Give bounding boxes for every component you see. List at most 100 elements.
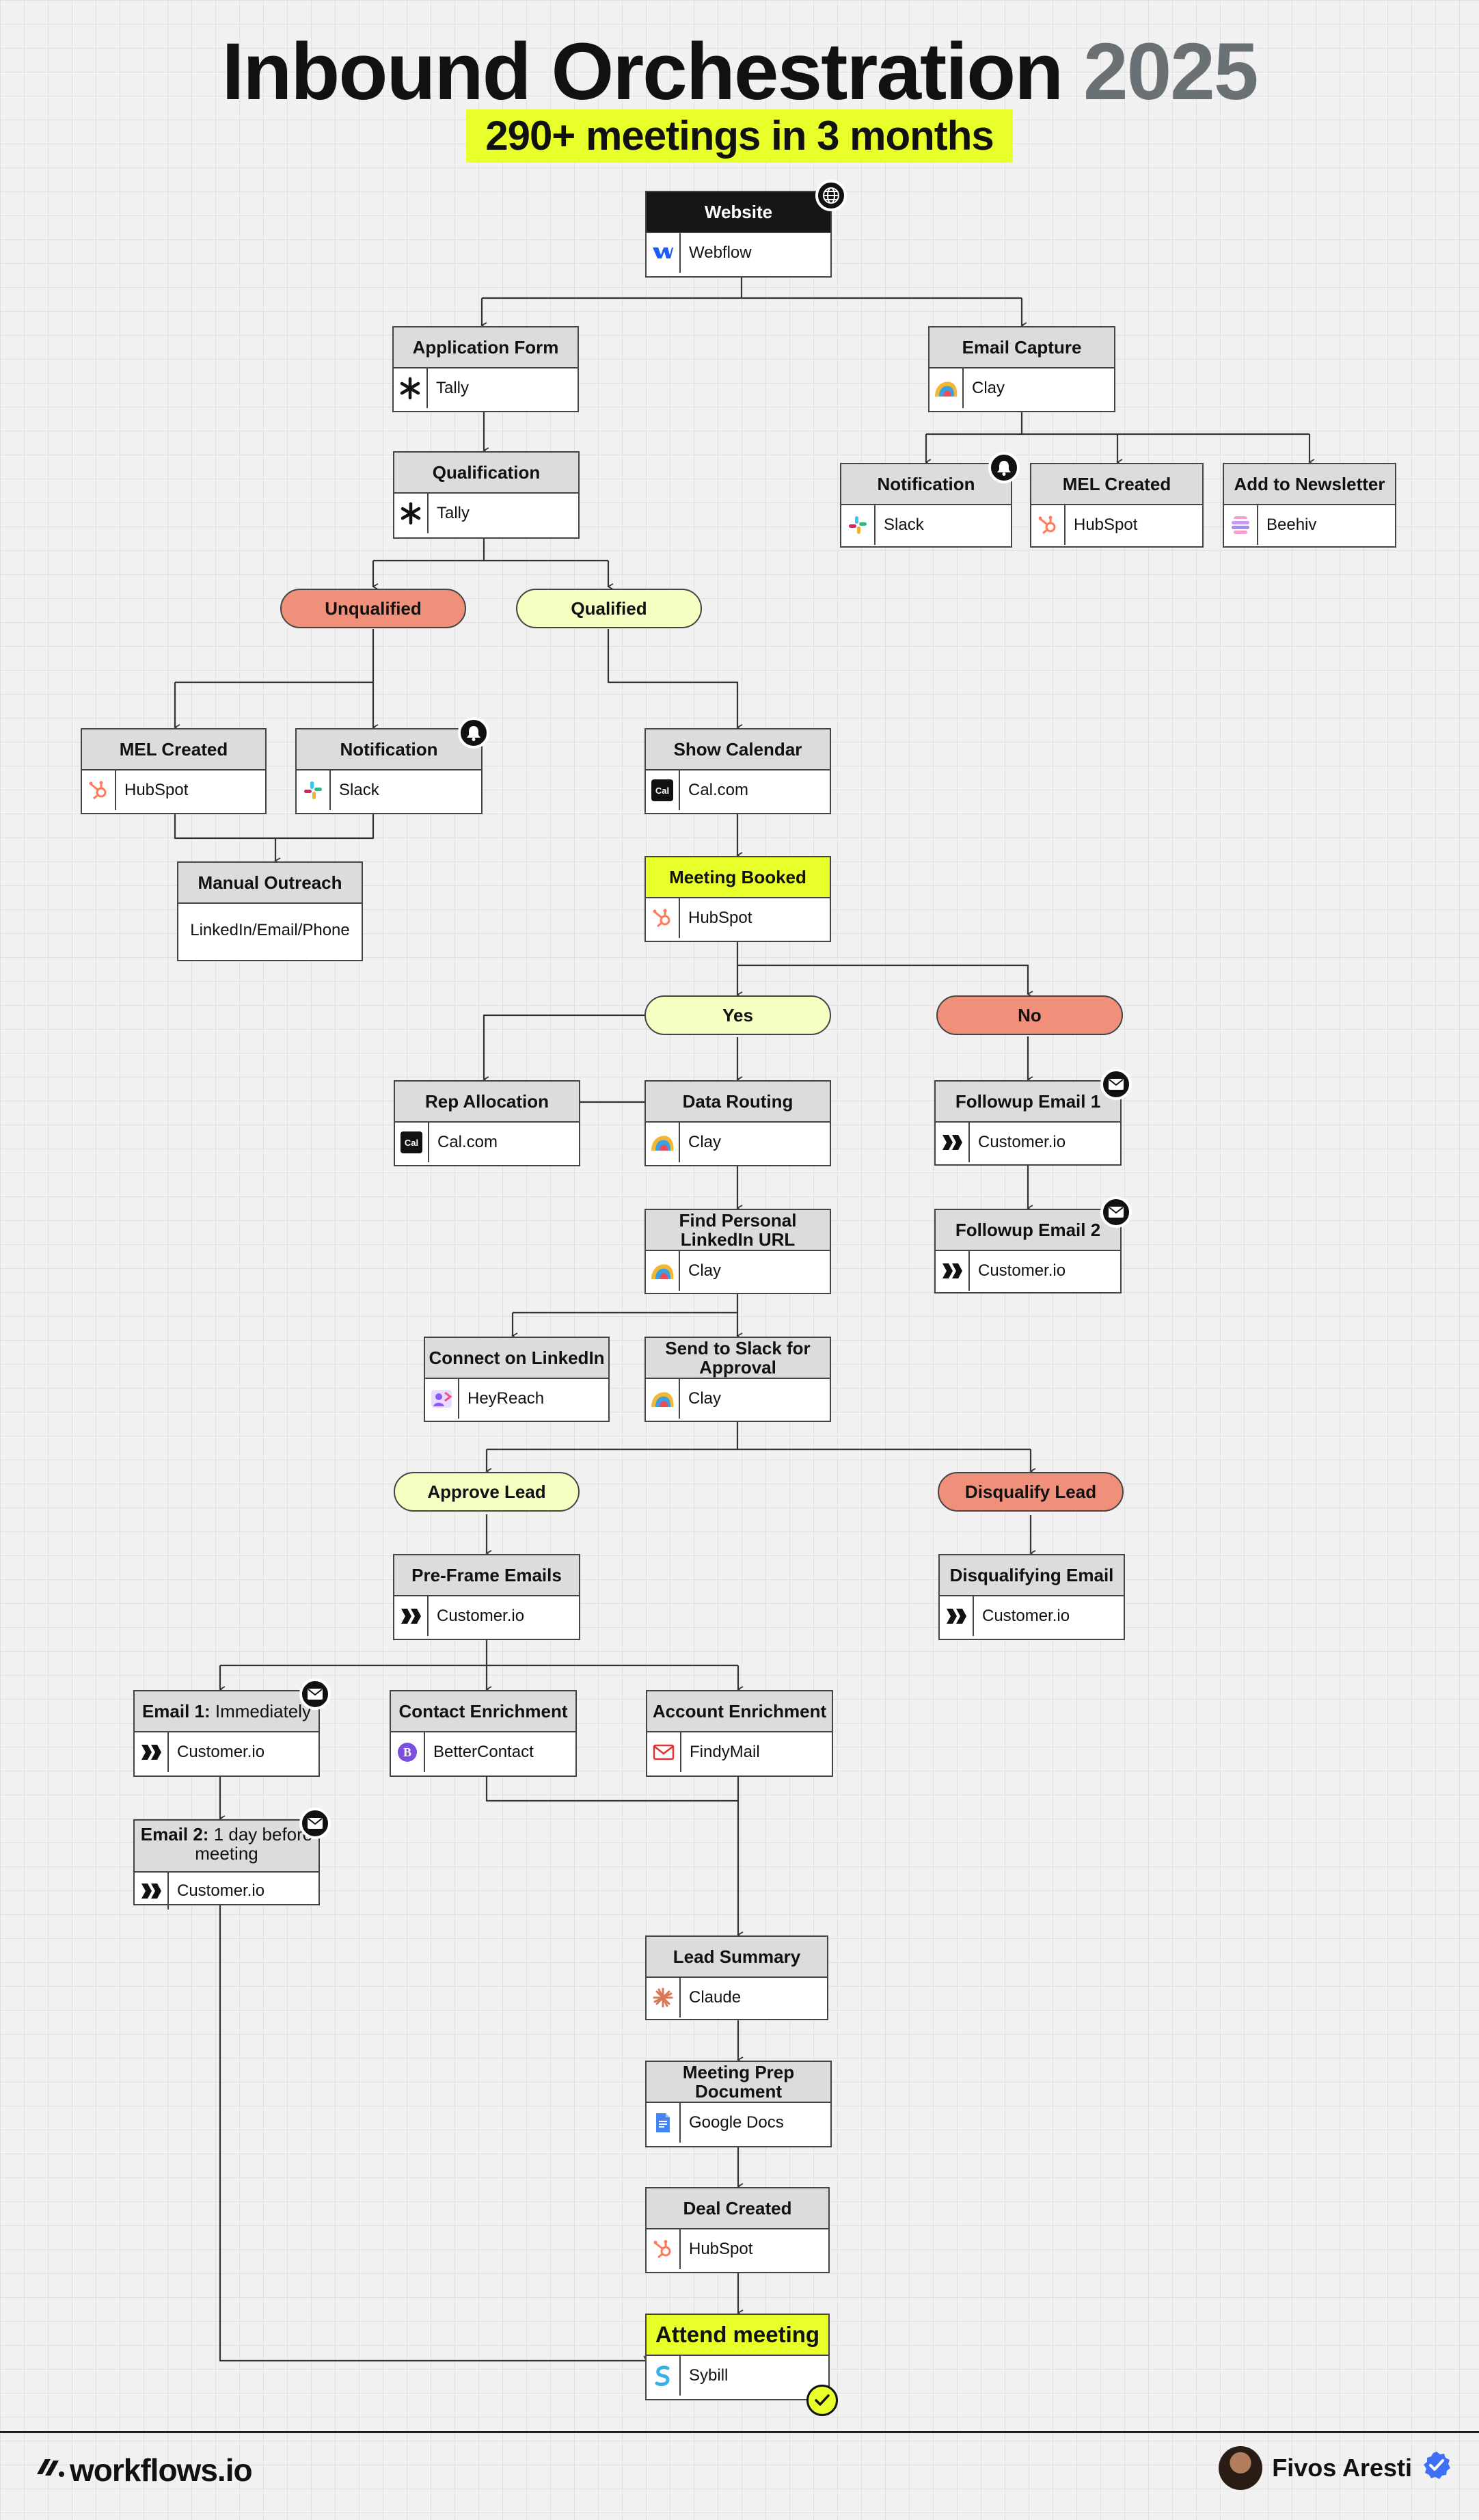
node-deal-created: Deal Created HubSpot (645, 2187, 830, 2273)
title-bold: Email 1: (141, 1701, 211, 1721)
node-title: Data Routing (646, 1082, 830, 1123)
footer-divider (0, 2431, 1479, 2433)
tally-icon (394, 494, 429, 533)
node-title: Show Calendar (646, 729, 830, 770)
node-title: Application Form (394, 327, 578, 368)
tool-label: HubSpot (689, 2240, 753, 2258)
tool-label: HubSpot (1074, 515, 1138, 534)
node-title: Followup Email 1 (936, 1082, 1120, 1123)
tool-label: Cal.com (688, 781, 749, 799)
tool-label: HubSpot (688, 909, 752, 927)
node-manual-outreach: Manual Outreach LinkedIn/Email/Phone (177, 861, 363, 961)
node-tool: Cal Cal.com (395, 1123, 579, 1162)
node-title: Notification (841, 464, 1011, 505)
clay-icon (930, 368, 964, 408)
node-title: MEL Created (82, 729, 265, 770)
tool-label: Customer.io (978, 1261, 1066, 1280)
tool-label: Clay (688, 1133, 722, 1151)
title-year: 2025 (1083, 27, 1259, 117)
svg-text:Cal: Cal (655, 786, 669, 796)
node-notification-top: Notification Slack (840, 463, 1012, 548)
node-title: Pre-Frame Emails (394, 1555, 579, 1596)
tally-icon (394, 368, 428, 408)
node-tool: Customer.io (936, 1251, 1120, 1291)
node-tool: HubSpot (1031, 505, 1202, 545)
hubspot-icon (82, 770, 116, 810)
tool-label: Customer.io (978, 1133, 1066, 1151)
customerio-icon (936, 1251, 970, 1291)
node-tool: Clay (646, 1123, 830, 1162)
tool-label: Google Docs (689, 2113, 784, 2132)
tool-label: HeyReach (467, 1389, 545, 1408)
mail-icon (299, 1808, 331, 1839)
node-email-2: Email 2: 1 day before meeting Customer.i… (133, 1819, 320, 1909)
tool-label: Customer.io (982, 1607, 1070, 1625)
node-tool: Claude (647, 1978, 827, 2018)
node-title: Email 2: 1 day before meeting (135, 1821, 318, 1873)
node-tool: Slack (297, 770, 481, 810)
tool-label: Clay (688, 1389, 722, 1408)
node-followup-email-2: Followup Email 2 Customer.io (934, 1209, 1122, 1293)
node-data-routing: Data Routing Clay (644, 1080, 831, 1166)
clay-icon (646, 1251, 680, 1291)
node-tool: Google Docs (647, 2103, 830, 2143)
tool-label: Customer.io (177, 1743, 265, 1761)
calcom-icon: Cal (646, 770, 680, 810)
tool-label: FindyMail (690, 1743, 760, 1761)
node-application-form: Application Form Tally (392, 326, 579, 412)
node-tool: B BetterContact (391, 1732, 575, 1772)
node-meeting-prep: Meeting Prep Document Google Docs (645, 2061, 832, 2147)
node-title: Meeting Booked (646, 857, 830, 898)
tool-label: Cal.com (437, 1133, 498, 1151)
footer-logo[interactable]: workflows.io (34, 2452, 253, 2489)
customerio-icon (394, 1596, 429, 1636)
node-tool: Cal Cal.com (646, 770, 830, 810)
node-title: Followup Email 2 (936, 1210, 1120, 1251)
node-title: Lead Summary (647, 1937, 827, 1978)
node-tool: HubSpot (646, 898, 830, 938)
decision-approve-lead: Approve Lead (394, 1472, 580, 1512)
node-title: Email Capture (930, 327, 1114, 368)
node-mel-created-left: MEL Created HubSpot (81, 728, 267, 814)
svg-text:B: B (403, 1745, 411, 1759)
tool-label: Customer.io (177, 1881, 265, 1900)
node-tool: Clay (646, 1379, 830, 1419)
node-tool: Clay (646, 1251, 830, 1291)
tool-label: Tally (436, 379, 470, 397)
slack-icon (841, 505, 876, 545)
node-contact-enrichment: Contact Enrichment B BetterContact (390, 1690, 577, 1777)
node-title: Find Personal LinkedIn URL (646, 1210, 830, 1251)
tool-label: Slack (339, 781, 379, 799)
tool-label: Clay (972, 379, 1005, 397)
verified-badge-icon (1422, 2450, 1452, 2487)
node-find-linkedin: Find Personal LinkedIn URL Clay (644, 1209, 831, 1294)
clay-icon (646, 1123, 680, 1162)
slack-icon (297, 770, 331, 810)
node-tool: LinkedIn/Email/Phone (190, 921, 350, 939)
page-title: Inbound Orchestration 2025 (0, 27, 1479, 116)
customerio-icon (936, 1123, 970, 1162)
check-icon (806, 2385, 838, 2416)
decision-disqualify-lead: Disqualify Lead (938, 1472, 1124, 1512)
node-tool: Sybill (647, 2356, 828, 2396)
node-tool: Slack (841, 505, 1011, 545)
google-docs-icon (647, 2103, 681, 2143)
connector-lines (174, 278, 1315, 2362)
customerio-icon (135, 1732, 169, 1772)
tool-label: BetterContact (433, 1743, 534, 1761)
node-lead-summary: Lead Summary Claude (645, 1935, 828, 2020)
node-connect-linkedin: Connect on LinkedIn HeyReach (424, 1337, 610, 1422)
footer-author[interactable]: Fivos Aresti (1219, 2446, 1452, 2490)
node-title: Disqualifying Email (940, 1555, 1124, 1596)
node-tool: HubSpot (82, 770, 265, 810)
node-disqualifying-email: Disqualifying Email Customer.io (938, 1554, 1125, 1640)
node-title: Deal Created (647, 2188, 828, 2229)
brand-name: workflows.io (70, 2452, 253, 2488)
node-tool: Webflow (647, 233, 830, 273)
avatar (1219, 2446, 1263, 2490)
node-followup-email-1: Followup Email 1 Customer.io (934, 1080, 1122, 1166)
node-add-newsletter: Add to Newsletter Beehiv (1223, 463, 1396, 548)
mail-icon (1100, 1069, 1132, 1100)
node-tool: Customer.io (936, 1123, 1120, 1162)
subtitle-highlight: 290+ meetings in 3 months (466, 109, 1013, 163)
